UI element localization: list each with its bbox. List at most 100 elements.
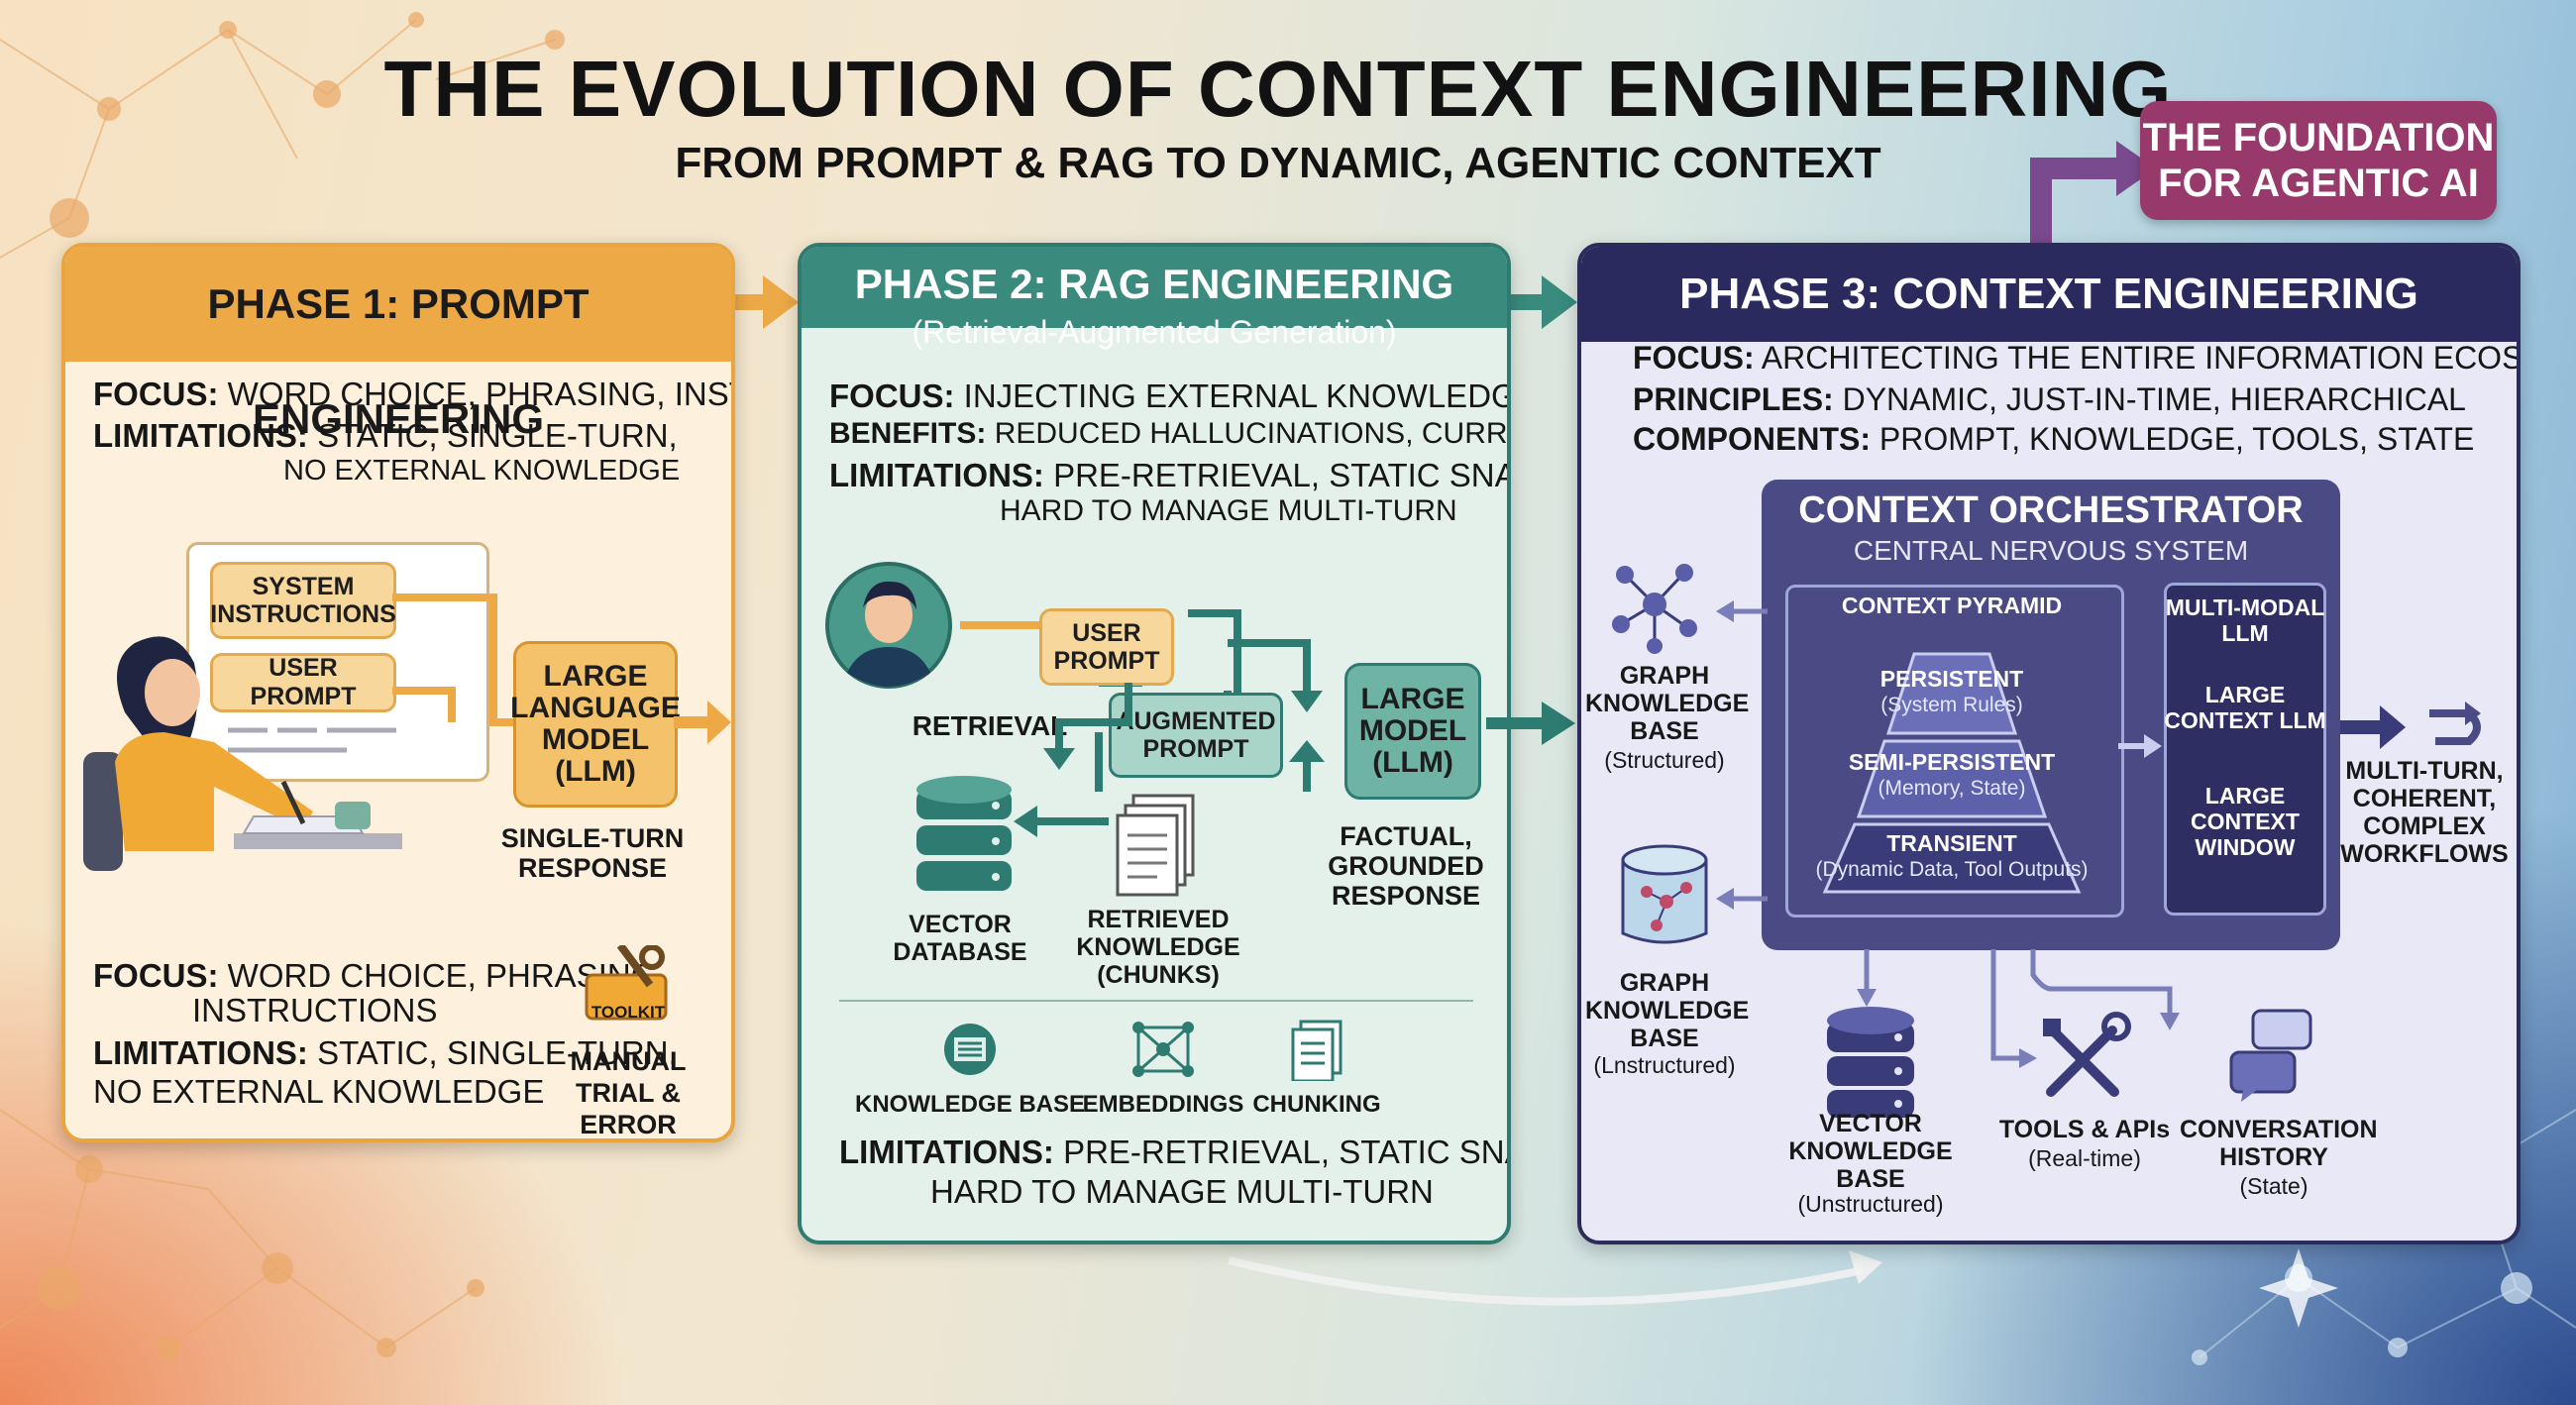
pyramid-level-detail: (System Rules) [1880, 694, 2023, 716]
phase1-panel: PHASE 1: PROMPT ENGINEERING FOCUS: WORD … [61, 243, 735, 1142]
llm-box: LARGE LANGUAGE MODEL (LLM) [510, 641, 681, 808]
phase1-heading: PHASE 1: PROMPT ENGINEERING [65, 247, 731, 442]
llm-output-arrow-icon [674, 701, 731, 744]
augmented-prompt-box: AUGMENTED PROMPT [1109, 693, 1283, 778]
conversation-history-label: CONVERSATION HISTORY [2180, 1116, 2378, 1171]
vector-kb-label: VECTOR KNOWLEDGE BASE [1788, 1110, 1953, 1193]
model-item: LARGE CONTEXT WINDOW [2191, 783, 2300, 860]
graph-knowledge-icon [1612, 564, 1697, 654]
limitations-label: LIMITATIONS: [93, 417, 308, 454]
orchestrator-to-graph-arrow [1716, 600, 1768, 622]
orchestrator-title: CONTEXT ORCHESTRATOR [1798, 489, 2304, 531]
limitations-text: STATIC, SINGLE-TURN, [317, 1034, 678, 1071]
tools-apis-label: TOOLS & APIs [1998, 1116, 2171, 1143]
phase2-title: PHASE 2: RAG ENGINEERING [854, 261, 1454, 307]
vector-kb-detail: (Unstructured) [1797, 1191, 1944, 1217]
pyramid-title: CONTEXT PYRAMID [1841, 593, 2063, 618]
system-instructions-box: SYSTEM INSTRUCTIONS [210, 562, 396, 639]
phase3-components: COMPONENTS: PROMPT, KNOWLEDGE, TOOLS, ST… [1633, 421, 2474, 458]
single-turn-response-label: SINGLE-TURN RESPONSE [500, 823, 685, 883]
principles-text: DYNAMIC, JUST-IN-TIME, HIERARCHICAL [1842, 381, 2466, 417]
focus-text: INJECTING EXTERNAL KNOWLEDGE [963, 378, 1511, 414]
embeddings-icon [1132, 1022, 1194, 1077]
retrieval-label: RETRIEVAL [912, 710, 1068, 741]
pyramid-level-name: TRANSIENT [1886, 830, 2017, 856]
foundation-badge: THE FOUNDATION FOR AGENTIC AI [2140, 101, 2497, 220]
limitations-label: LIMITATIONS: [839, 1134, 1054, 1170]
retrieved-knowledge-label: RETRIEVED KNOWLEDGE (CHUNKS) [1076, 906, 1240, 989]
rag-to-context-arrow-icon [1486, 702, 1575, 745]
orchestrator-to-graph2-arrow [1716, 888, 1768, 910]
knowledge-base-icon [944, 1024, 996, 1075]
focus-label: FOCUS: [93, 957, 219, 994]
phase2-bottom-limitations: LIMITATIONS: PRE-RETRIEVAL, STATIC SNAPS… [839, 1134, 1507, 1171]
benefits-label: BENEFITS: [829, 417, 987, 450]
models-column [2164, 583, 2326, 916]
pyramid-level-name: PERSISTENT [1879, 666, 2024, 692]
graph-database-icon [1621, 844, 1708, 944]
context-pyramid [1785, 585, 2124, 918]
focus-text: WORD CHOICE, PHRASING, INSTRUCTIONS [227, 376, 731, 412]
phase2-limitations-cont: HARD TO MANAGE MULTI-TURN [1000, 494, 1457, 527]
orchestrator-subtitle: CENTRAL NERVOUS SYSTEM [1853, 535, 2249, 566]
conversation-history-detail: (State) [2239, 1173, 2308, 1199]
knowledge-base-label: KNOWLEDGE BASE [854, 1091, 1085, 1118]
foundation-arrow-icon [2030, 141, 2156, 253]
components-label: COMPONENTS: [1633, 421, 1871, 457]
limitations-text: STATIC, SINGLE-TURN, [317, 417, 678, 454]
phase3-focus: FOCUS: ARCHITECTING THE ENTIRE INFORMATI… [1633, 340, 2521, 377]
page-subtitle: FROM PROMPT & RAG TO DYNAMIC, AGENTIC CO… [675, 139, 1881, 187]
model-item: LARGE CONTEXT LLM [2164, 682, 2326, 733]
benefits-text: REDUCED HALLUCINATIONS, CURRENT INFO [994, 417, 1508, 450]
phase1-bottom-limitations-cont: NO EXTERNAL KNOWLEDGE [93, 1073, 545, 1110]
pyramid-shape [1822, 652, 2082, 894]
pyramid-to-models-arrow-icon [2118, 734, 2162, 758]
divider [839, 1000, 1473, 1002]
workflow-output-label: MULTI-TURN, COHERENT, COMPLEX WORKFLOWS [2340, 757, 2509, 868]
phase1-bottom-focus-cont: INSTRUCTIONS [192, 992, 438, 1028]
focus-label: FOCUS: [93, 376, 219, 412]
toolkit-icon [585, 945, 668, 1021]
graph-kb-unstructured-detail: (Lnstructured) [1593, 1052, 1736, 1078]
phase2-panel: PHASE 2: RAG ENGINEERING (Retrieval-Augme… [798, 243, 1511, 1244]
to-database-arrow [1014, 806, 1109, 837]
phase2-subtitle: (Retrieval-Augmented Generation) [912, 314, 1397, 350]
limitations-text: PRE-RETRIEVAL, STATIC SNAPSHOT, [1063, 1134, 1507, 1170]
pyramid-level-detail: (Dynamic Data, Tool Outputs) [1815, 858, 2089, 881]
toolkit-label: TOOLKIT [590, 1003, 666, 1022]
vector-knowledge-icon [1827, 1007, 1914, 1118]
tools-icon [2043, 1012, 2131, 1097]
limitations-label: LIMITATIONS: [93, 1034, 308, 1071]
model-item: MULTI-MODAL LLM [2165, 594, 2325, 646]
phase2-benefits: BENEFITS: REDUCED HALLUCINATIONS, CURREN… [829, 417, 1508, 451]
graph-kb-structured-label: GRAPH KNOWLEDGE BASE [1585, 662, 1750, 745]
document-stack-icon [1116, 794, 1195, 897]
page-title: THE EVOLUTION OF CONTEXT ENGINEERING [383, 45, 2173, 133]
graph-kb-unstructured-label: GRAPH KNOWLEDGE BASE [1585, 969, 1750, 1052]
chunking-label: CHUNKING [1252, 1091, 1381, 1118]
phase2-heading: PHASE 2: RAG ENGINEERING (Retrieval-Augme… [802, 247, 1507, 350]
tools-apis-detail: (Real-time) [2028, 1145, 2141, 1171]
grounded-response-label: FACTUAL, GROUNDED RESPONSE [1328, 821, 1484, 911]
phase2-focus: FOCUS: INJECTING EXTERNAL KNOWLEDGE [829, 378, 1511, 415]
conversation-icon [2229, 1009, 2312, 1102]
vector-database-icon [916, 776, 1012, 891]
phase1-to-phase2-arrow-icon [729, 275, 799, 329]
person-typing-icon [83, 636, 402, 871]
focus-label: FOCUS: [829, 378, 955, 414]
llm-box: LARGE MODEL (LLM) [1344, 663, 1481, 800]
manual-text: MANUAL [570, 1046, 687, 1076]
phase3-heading: PHASE 3: CONTEXT ENGINEERING [1581, 247, 2517, 342]
phase2-limitations: LIMITATIONS: PRE-RETRIEVAL, STATIC SNAPS… [829, 457, 1507, 494]
phase1-focus: FOCUS: WORD CHOICE, PHRASING, INSTRUCTIO… [93, 376, 731, 413]
components-text: PROMPT, KNOWLEDGE, TOOLS, STATE [1878, 421, 2475, 457]
phase3-principles: PRINCIPLES: DYNAMIC, JUST-IN-TIME, HIERA… [1633, 381, 2466, 418]
focus-text: ARCHITECTING THE ENTIRE INFORMATION ECOS… [1761, 340, 2521, 376]
phase2-to-phase3-arrow-icon [1508, 275, 1577, 329]
phase2-bottom-limitations-cont: HARD TO MANAGE MULTI-TURN [930, 1173, 1434, 1210]
user-avatar-icon [825, 562, 952, 689]
embeddings-label: EMBEDDINGS [1082, 1091, 1244, 1118]
limitations-text: PRE-RETRIEVAL, STATIC SNAPSHOT, [1053, 457, 1507, 493]
retrieval-arrow [1043, 683, 1132, 770]
graph-kb-structured-detail: (Structured) [1604, 747, 1725, 773]
